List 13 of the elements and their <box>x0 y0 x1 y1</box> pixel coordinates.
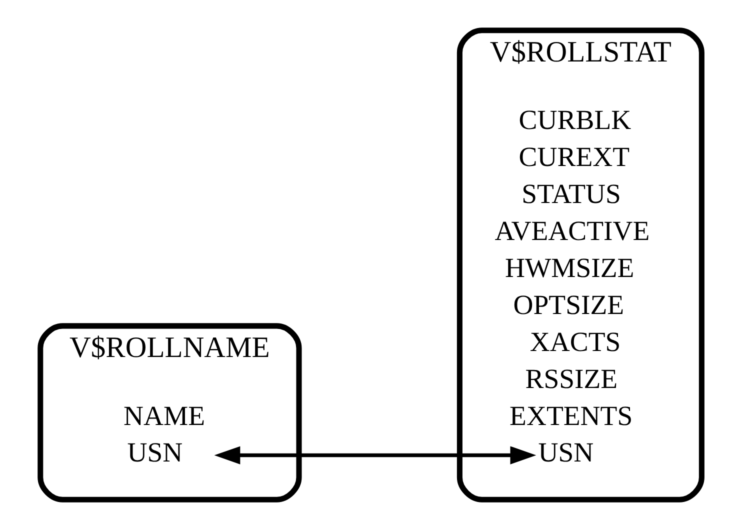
node-text: XACTS <box>530 326 621 357</box>
node-text: CUREXT <box>518 141 630 172</box>
node-text: NAME <box>124 400 206 431</box>
node-text: STATUS <box>522 178 621 210</box>
node-text: RSSIZE <box>525 362 618 394</box>
node-text: USN <box>127 436 183 468</box>
node-text: HWMSIZE <box>504 252 634 284</box>
arrow <box>214 446 536 464</box>
node-text: USN <box>538 436 594 468</box>
node-text: CURBLK <box>518 104 632 136</box>
node-text: OPTSIZE <box>513 288 624 320</box>
node-text: AVEACTIVE <box>494 215 650 246</box>
node-text: EXTENTS <box>510 400 633 431</box>
